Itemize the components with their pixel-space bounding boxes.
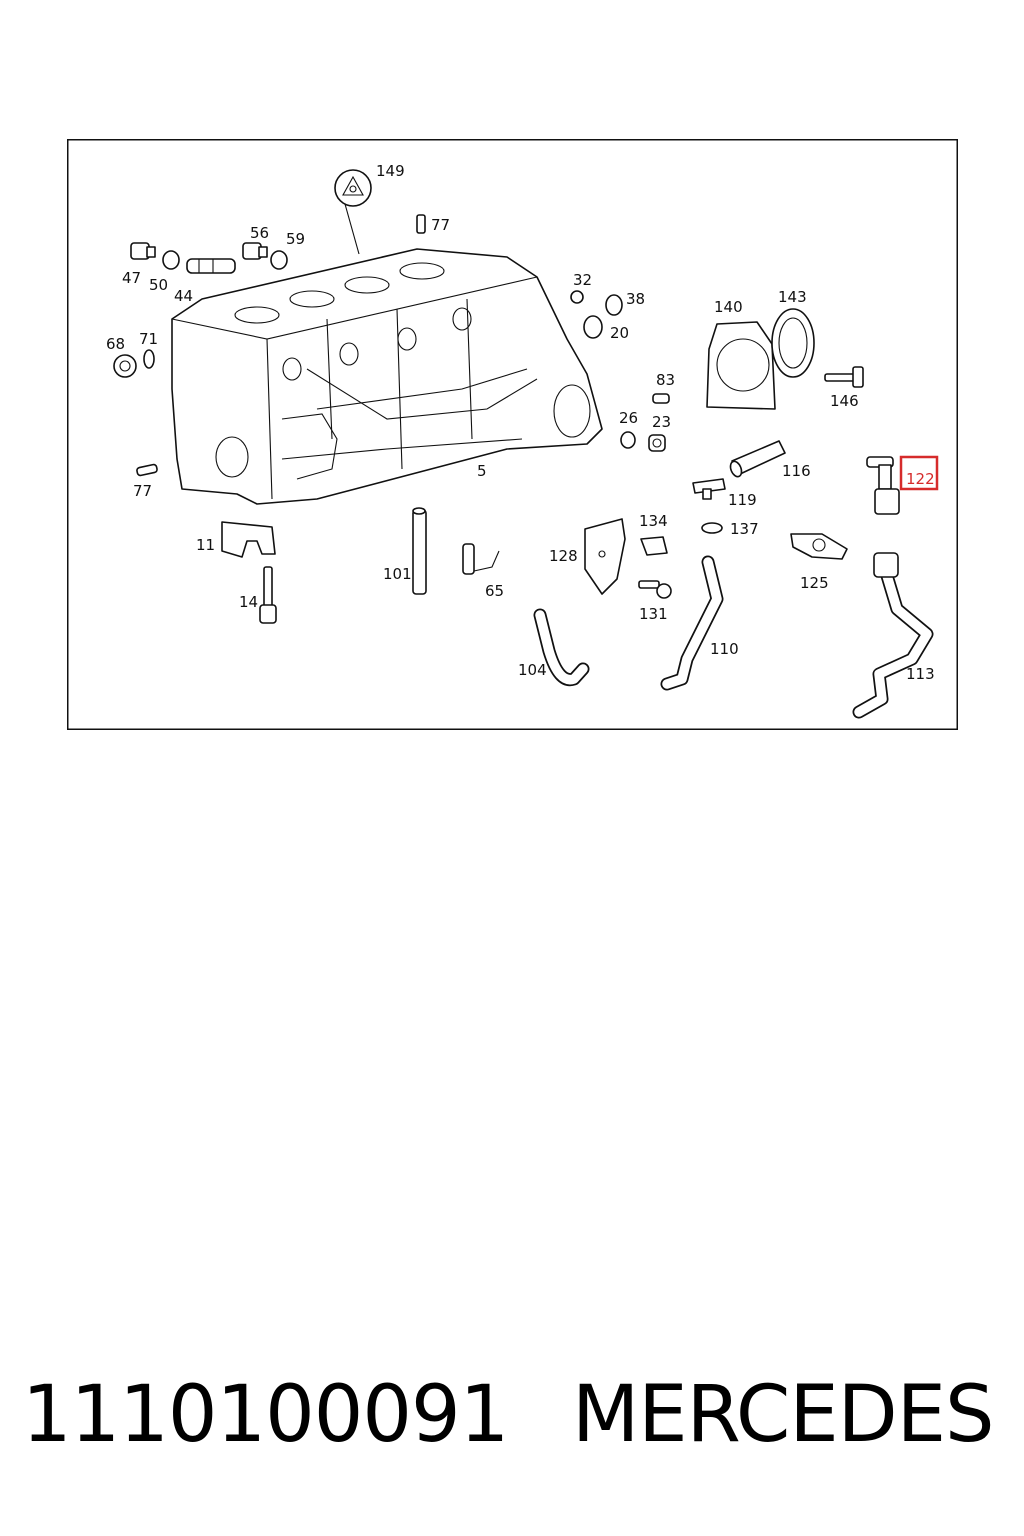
- label-83: 83: [656, 371, 675, 389]
- bolt-131-part[interactable]: [638, 580, 672, 599]
- label-149: 149: [376, 162, 405, 180]
- label-68: 68: [106, 335, 125, 353]
- label-77-top: 77: [431, 216, 450, 234]
- cap-68-part[interactable]: [113, 354, 137, 378]
- cover-140-part[interactable]: [706, 321, 776, 410]
- label-65: 65: [485, 582, 504, 600]
- hose-110-part[interactable]: [660, 555, 724, 691]
- label-23: 23: [652, 413, 671, 431]
- label-14: 14: [239, 593, 258, 611]
- label-101: 101: [383, 565, 412, 583]
- label-137: 137: [730, 520, 759, 538]
- part-number: 1110100091: [22, 1370, 509, 1460]
- ring-71-part[interactable]: [143, 349, 155, 369]
- label-5: 5: [477, 462, 487, 480]
- label-116: 116: [782, 462, 811, 480]
- tube-116-part[interactable]: [728, 440, 786, 478]
- ring-32-part[interactable]: [570, 290, 584, 304]
- washer-59-part[interactable]: [270, 250, 288, 270]
- label-32: 32: [573, 271, 592, 289]
- label-113: 113: [906, 665, 935, 683]
- label-119: 119: [728, 491, 757, 509]
- sensor-65-part[interactable]: [462, 543, 500, 575]
- bearing-cap-11-part[interactable]: [221, 521, 276, 558]
- label-134: 134: [639, 512, 668, 530]
- highlight-box: [899, 455, 939, 491]
- label-26: 26: [619, 409, 638, 427]
- label-104: 104: [518, 661, 547, 679]
- tube-101-part[interactable]: [412, 507, 427, 595]
- plug-23-part[interactable]: [648, 434, 666, 452]
- ring-26-part[interactable]: [620, 431, 636, 449]
- hose-104-part[interactable]: [533, 608, 590, 687]
- fitting-122-part[interactable]: [866, 456, 900, 515]
- label-47: 47: [122, 269, 141, 287]
- washer-50-part[interactable]: [162, 250, 180, 270]
- caption: 1110100091 MERCEDES: [0, 1370, 1024, 1470]
- bolt-14-part[interactable]: [259, 566, 277, 624]
- label-44: 44: [174, 287, 193, 305]
- brand-name: MERCEDES: [572, 1370, 994, 1460]
- label-140: 140: [714, 298, 743, 316]
- label-20: 20: [610, 324, 629, 342]
- label-146: 146: [830, 392, 859, 410]
- label-56: 56: [250, 224, 269, 242]
- clamp-137-part[interactable]: [701, 522, 723, 534]
- label-71: 71: [139, 330, 158, 348]
- label-131: 131: [639, 605, 668, 623]
- label-77-left: 77: [133, 482, 152, 500]
- label-122[interactable]: 122: [906, 470, 935, 488]
- bracket-128-part[interactable]: [584, 518, 626, 595]
- seal-143-part[interactable]: [771, 308, 815, 378]
- clip-134-part[interactable]: [640, 536, 668, 556]
- plug-56-part[interactable]: [242, 242, 268, 260]
- pin-83-part[interactable]: [652, 393, 670, 404]
- bushing-20-part[interactable]: [583, 315, 603, 339]
- label-125: 125: [800, 574, 829, 592]
- hose-113-part[interactable]: [852, 552, 934, 719]
- pin-77-left-part[interactable]: [136, 463, 158, 477]
- label-38: 38: [626, 290, 645, 308]
- engine-block-part[interactable]: [171, 203, 603, 505]
- label-143: 143: [778, 288, 807, 306]
- label-11: 11: [196, 536, 215, 554]
- label-110: 110: [710, 640, 739, 658]
- pin-77-top-part[interactable]: [416, 214, 426, 234]
- label-59: 59: [286, 230, 305, 248]
- parts-diagram: 149 77 56 59 47 50 44 68 71 77 32 38 20 …: [67, 139, 958, 730]
- plate-149-part[interactable]: [334, 169, 372, 207]
- connector-119-part[interactable]: [692, 478, 726, 500]
- bolt-146-part[interactable]: [824, 366, 864, 388]
- bracket-125-part[interactable]: [790, 533, 848, 560]
- label-128: 128: [549, 547, 578, 565]
- label-50: 50: [149, 276, 168, 294]
- plug-44-part[interactable]: [186, 258, 236, 274]
- bushing-38-part[interactable]: [605, 294, 623, 316]
- plug-47-part[interactable]: [130, 242, 156, 260]
